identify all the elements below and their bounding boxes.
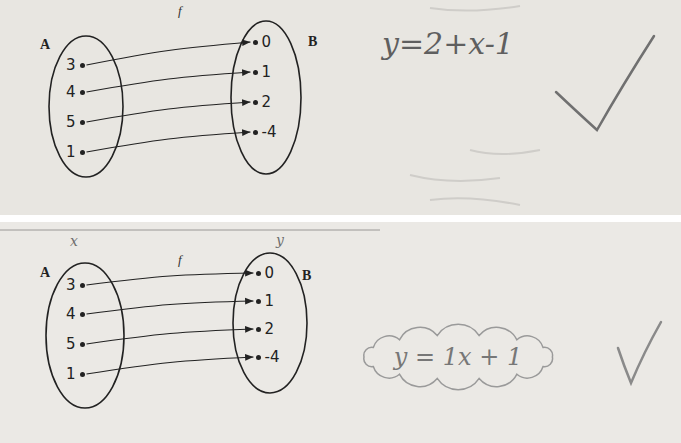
element-dot xyxy=(80,120,85,125)
set-ellipse: B 0 1 2 -4 xyxy=(232,252,308,394)
mapping-arrow xyxy=(87,72,251,92)
element-dot xyxy=(80,150,85,155)
set-element: 5 xyxy=(64,335,87,353)
ellipse-outline xyxy=(233,253,307,393)
node-text: B xyxy=(302,268,311,284)
node-text: 4 xyxy=(66,305,76,323)
set-element: 2 xyxy=(251,93,274,111)
node-text: 5 xyxy=(66,335,76,353)
function-name: f xyxy=(178,3,182,19)
element-dot xyxy=(256,327,261,332)
node-text: 0 xyxy=(262,33,272,51)
separator-line xyxy=(0,230,380,231)
set-ellipse: A3451 xyxy=(45,262,125,409)
set-ellipse: A3451 xyxy=(48,35,124,178)
element-dot xyxy=(253,130,258,135)
mapping-arrow xyxy=(87,301,254,314)
handwritten-note: x xyxy=(70,233,78,249)
mapping-arrow xyxy=(87,357,254,374)
set-element: 1 xyxy=(64,143,87,161)
node-text: A xyxy=(40,265,50,281)
set-element: 3 xyxy=(64,276,87,294)
set-element: 0 xyxy=(251,33,274,51)
mapping-arrow xyxy=(87,102,251,122)
set-element: 5 xyxy=(64,113,87,131)
connector-group xyxy=(87,42,254,374)
node-text: 3 xyxy=(66,276,76,294)
element-dot xyxy=(256,271,261,276)
handwritten-answer: y=2+x-1 xyxy=(382,26,514,61)
answer-cloud: y = 1x + 1 xyxy=(354,325,562,389)
node-text: 4 xyxy=(66,83,76,101)
handwritten-note: y xyxy=(276,232,284,248)
cloud-outline xyxy=(364,324,553,389)
element-dot xyxy=(256,299,261,304)
node-text: 1 xyxy=(66,365,76,383)
node-text: 2 xyxy=(262,93,272,111)
node-text: 0 xyxy=(265,264,275,282)
check-mark xyxy=(618,322,661,383)
element-dot xyxy=(80,90,85,95)
ellipse-outline xyxy=(49,36,123,177)
mapping-arrow xyxy=(87,132,251,152)
ellipse-outline xyxy=(48,35,124,178)
bottom-paper xyxy=(0,222,681,443)
ellipse-outline xyxy=(45,262,125,409)
set-element: 4 xyxy=(64,83,87,101)
set-element: -4 xyxy=(251,123,279,141)
check-mark xyxy=(556,36,654,130)
element-dot xyxy=(80,283,85,288)
node-text: B xyxy=(308,34,317,50)
node-text: 1 xyxy=(262,63,272,81)
set-ellipse: B012-4 xyxy=(230,20,302,175)
node-text: 1 xyxy=(265,292,275,310)
set-element: 1 xyxy=(251,63,274,81)
element-dot xyxy=(80,312,85,317)
node-text: 2 xyxy=(265,320,275,338)
element-dot xyxy=(253,100,258,105)
set-element: 4 xyxy=(64,305,87,323)
element-dot xyxy=(80,342,85,347)
element-dot xyxy=(253,70,258,75)
function-name: f xyxy=(178,252,182,268)
element-dot xyxy=(80,372,85,377)
node-text: A xyxy=(40,37,50,53)
set-element: 2 xyxy=(254,320,277,338)
node-text: -4 xyxy=(265,348,280,366)
element-dot xyxy=(256,355,261,360)
element-dot xyxy=(253,40,258,45)
node-text: y = 1x + 1 xyxy=(394,343,522,371)
set-element: 1 xyxy=(254,292,277,310)
set-element: -4 xyxy=(254,348,282,366)
node-text: 5 xyxy=(66,113,76,131)
set-element: 3 xyxy=(64,56,87,74)
mapping-arrow xyxy=(87,329,254,344)
set-element: 1 xyxy=(64,365,87,383)
element-dot xyxy=(80,63,85,68)
set-element: 0 xyxy=(254,264,277,282)
top-paper xyxy=(0,0,681,215)
ellipse-outline xyxy=(231,21,301,174)
node-text: -4 xyxy=(262,123,277,141)
node-text: 3 xyxy=(66,56,76,74)
node-text: 1 xyxy=(66,143,76,161)
ellipse-outline xyxy=(46,263,124,408)
